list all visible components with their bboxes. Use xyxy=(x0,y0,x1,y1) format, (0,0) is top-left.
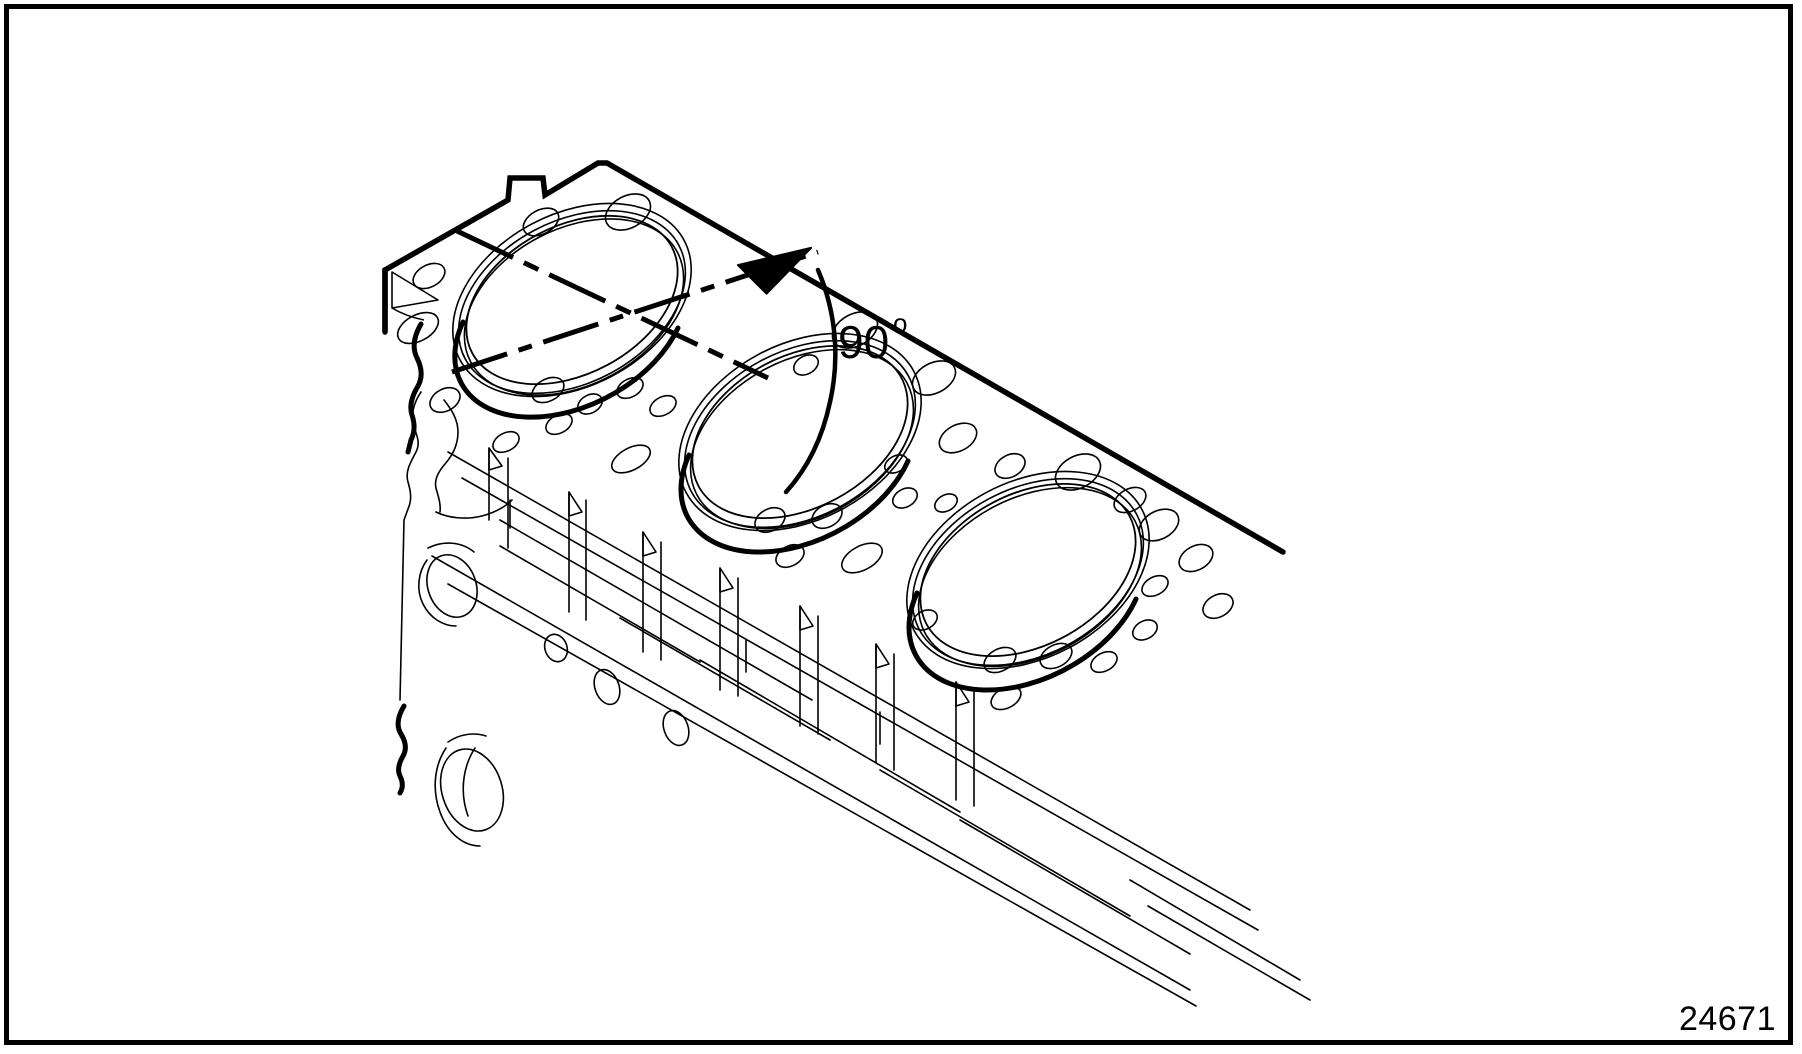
cylinder-bore-3 xyxy=(906,470,1150,693)
deck-outline xyxy=(382,160,1286,555)
figure-number: 24671 xyxy=(1678,1000,1776,1038)
centerline-b xyxy=(455,228,770,381)
break-line xyxy=(395,321,424,796)
angle-arc xyxy=(783,267,838,495)
angle-label-value: 90 xyxy=(838,316,889,368)
degree-symbol: o xyxy=(893,308,907,338)
block-lower-body xyxy=(399,391,1311,1007)
angle-annotation: 90 o xyxy=(736,246,907,495)
angle-arrowhead xyxy=(736,246,813,295)
